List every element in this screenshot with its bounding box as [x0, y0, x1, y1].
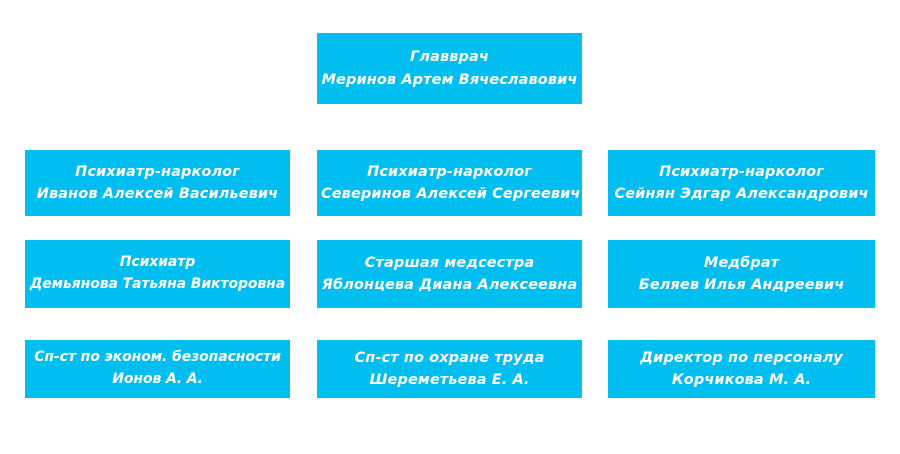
org-node-r3c1[interactable]: Сп-ст по эконом. безопасности Ионов А. А…	[25, 340, 290, 398]
org-node-root[interactable]: Главврач Меринов Артем Вячеславович	[317, 33, 582, 104]
node-title: Старшая медсестра	[364, 254, 535, 271]
node-title: Сп-ст по эконом. безопасности	[34, 349, 281, 366]
node-title: Сп-ст по охране труда	[354, 349, 545, 366]
node-name: Шереметьева Е. А.	[369, 372, 530, 388]
node-name: Сейнян Эдгар Александрович	[614, 186, 869, 202]
node-name: Яблонцева Диана Алексеевна	[321, 277, 578, 293]
node-title: Главврач	[410, 49, 489, 66]
org-node-r2c2[interactable]: Старшая медсестра Яблонцева Диана Алексе…	[317, 240, 582, 308]
org-node-r2c3[interactable]: Медбрат Беляев Илья Андреевич	[608, 240, 875, 308]
org-node-r2c1[interactable]: Психиатр Демьянова Татьяна Викторовна	[25, 240, 290, 308]
node-name: Ионов А. А.	[112, 371, 203, 387]
node-name: Северинов Алексей Сергеевич	[321, 186, 581, 202]
node-name: Корчикова М. А.	[671, 372, 812, 388]
node-name: Демьянова Татьяна Викторовна	[29, 276, 286, 292]
node-title: Медбрат	[703, 254, 780, 271]
node-title: Психиатр-нарколог	[659, 163, 824, 180]
node-title: Психиатр	[119, 254, 196, 271]
org-node-r1c3[interactable]: Психиатр-нарколог Сейнян Эдгар Александр…	[608, 150, 875, 216]
org-node-r3c2[interactable]: Сп-ст по охране труда Шереметьева Е. А.	[317, 340, 582, 398]
node-title: Психиатр-нарколог	[367, 163, 532, 180]
node-name: Меринов Артем Вячеславович	[321, 71, 578, 88]
node-name: Иванов Алексей Васильевич	[36, 186, 279, 202]
org-node-r1c1[interactable]: Психиатр-нарколог Иванов Алексей Василье…	[25, 150, 290, 216]
org-node-r3c3[interactable]: Директор по персоналу Корчикова М. А.	[608, 340, 875, 398]
org-node-r1c2[interactable]: Психиатр-нарколог Северинов Алексей Серг…	[317, 150, 582, 216]
node-title: Директор по персоналу	[640, 349, 843, 366]
node-title: Психиатр-нарколог	[75, 163, 240, 180]
node-name: Беляев Илья Андреевич	[638, 277, 845, 293]
